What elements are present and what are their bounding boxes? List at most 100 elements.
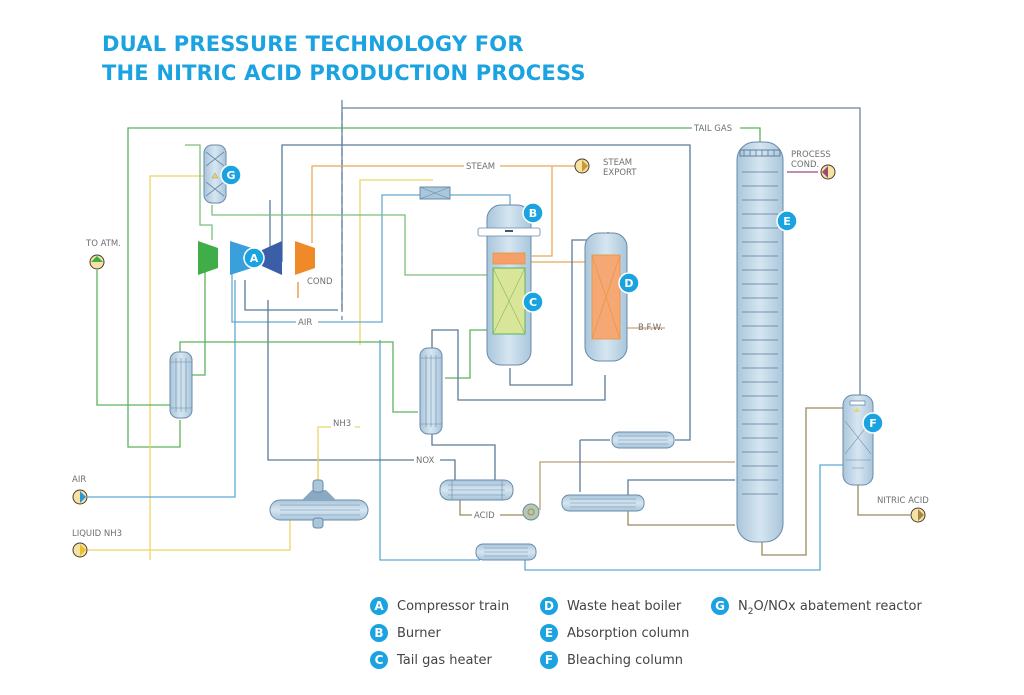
legend-item-c: C Tail gas heater bbox=[370, 651, 492, 669]
pipe-tail-gas bbox=[127, 127, 761, 448]
pipe-green-g-return bbox=[211, 205, 490, 276]
label-process-cond-2: COND. bbox=[791, 160, 819, 170]
process-cond-terminal bbox=[820, 164, 836, 180]
pipe-dark-heater-down bbox=[431, 432, 496, 480]
badge-g: G bbox=[220, 164, 242, 186]
page-title: DUAL PRESSURE TECHNOLOGY FOR THE NITRIC … bbox=[102, 30, 586, 88]
svg-text:G: G bbox=[226, 169, 235, 182]
badge-a: A bbox=[243, 247, 265, 269]
pipe-air-main bbox=[231, 194, 420, 323]
pipe-cooler-top bbox=[579, 439, 610, 492]
pipe-acid bbox=[459, 500, 530, 516]
svg-text:F: F bbox=[869, 417, 877, 430]
nitric-acid-terminal bbox=[910, 507, 926, 523]
label-nh3: NH3 bbox=[333, 419, 351, 429]
label-air-mid: AIR bbox=[298, 318, 312, 328]
label-liquid-nh3: LIQUID NH3 bbox=[72, 529, 122, 539]
pipe-cooler-to-col bbox=[627, 479, 735, 495]
legend-item-d: D Waste heat boiler bbox=[540, 597, 681, 615]
label-steam-export-1: STEAM bbox=[603, 158, 632, 168]
svg-text:A: A bbox=[250, 252, 259, 265]
legend-label-c: Tail gas heater bbox=[397, 652, 492, 668]
title-line-1: DUAL PRESSURE TECHNOLOGY FOR bbox=[102, 32, 524, 56]
legend-item-g: G N2O/NOx abatement reactor bbox=[711, 597, 922, 617]
bleaching-column-f bbox=[842, 394, 874, 486]
pipe-air-in bbox=[88, 280, 236, 498]
label-air-in: AIR bbox=[72, 475, 86, 485]
label-cond: COND bbox=[307, 277, 333, 287]
badge-b: B bbox=[522, 202, 544, 224]
badge-d: D bbox=[618, 272, 640, 294]
compressor-dark-blue bbox=[262, 241, 282, 275]
pipe-air-to-burner bbox=[450, 194, 511, 205]
legend-label-f: Bleaching column bbox=[567, 652, 683, 668]
badges: A B C D E F G bbox=[220, 164, 884, 434]
acid-pump bbox=[522, 503, 540, 521]
heat-exchangers bbox=[169, 186, 675, 561]
pipe-green-heater-out bbox=[445, 329, 490, 379]
legend-item-e: E Absorption column bbox=[540, 624, 689, 642]
legend-badge-g: G bbox=[711, 597, 729, 615]
legend-item-a: A Compressor train bbox=[370, 597, 509, 615]
label-nitric-acid: NITRIC ACID bbox=[877, 496, 929, 506]
pipe-nh3-left bbox=[149, 175, 210, 560]
pipe-cooler-acid bbox=[627, 510, 735, 526]
label-bfw: B.F.W. bbox=[638, 323, 663, 333]
legend-badge-a: A bbox=[370, 597, 388, 615]
pipe-air-down bbox=[379, 340, 480, 561]
pipe-nitric-out bbox=[857, 482, 910, 516]
pipe-dark-blue-2 bbox=[281, 144, 691, 441]
legend-label-e: Absorption column bbox=[567, 625, 690, 641]
svg-text:D: D bbox=[624, 277, 633, 290]
legend-badge-b: B bbox=[370, 624, 388, 642]
legend-badge-c: C bbox=[370, 651, 388, 669]
to-atm-terminal bbox=[89, 254, 105, 270]
terminals bbox=[72, 158, 926, 558]
label-steam-export-2: EXPORT bbox=[603, 168, 637, 178]
pipe-dark-compressor bbox=[244, 280, 338, 311]
legend-label-g: N2O/NOx abatement reactor bbox=[738, 598, 922, 617]
pipe-nh3-mid bbox=[317, 426, 360, 480]
pipe-dark-heater bbox=[431, 329, 606, 401]
expander-green bbox=[198, 241, 218, 275]
title-line-2: THE NITRIC ACID PRODUCTION PROCESS bbox=[102, 61, 586, 85]
label-steam: STEAM bbox=[466, 162, 495, 172]
legend-badge-d: D bbox=[540, 597, 558, 615]
stream-labels: TAIL GAS STEAM STEAM EXPORT PROCESS COND… bbox=[72, 123, 929, 539]
pipe-green-toatm bbox=[96, 270, 170, 406]
pipe-dark-nox bbox=[267, 300, 456, 480]
pipe-col-bottom bbox=[761, 407, 845, 556]
steam-turbine-orange bbox=[295, 241, 315, 275]
pipe-steam-riser bbox=[532, 166, 553, 257]
legend-item-f: F Bleaching column bbox=[540, 651, 683, 669]
pipe-nh3-liquid bbox=[88, 510, 291, 551]
waste-heat-boiler-d bbox=[584, 232, 628, 362]
air-in-terminal bbox=[72, 489, 88, 505]
pipe-green-heater bbox=[179, 341, 418, 413]
badge-c: C bbox=[522, 291, 544, 313]
pipe-acid-up bbox=[539, 461, 735, 510]
pipes bbox=[88, 100, 910, 571]
legend-label-d: Waste heat boiler bbox=[567, 598, 682, 614]
legend-badge-e: E bbox=[540, 624, 558, 642]
absorption-column-e bbox=[736, 141, 784, 543]
svg-text:B: B bbox=[529, 207, 537, 220]
pipe-green-compressor bbox=[192, 272, 206, 376]
pipe-green-g-loop bbox=[185, 144, 213, 240]
label-acid: ACID bbox=[474, 511, 495, 521]
svg-text:E: E bbox=[783, 215, 791, 228]
badge-f: F bbox=[862, 412, 884, 434]
pipe-nh3-top bbox=[359, 179, 433, 345]
steam-export-terminal bbox=[574, 158, 590, 174]
legend-label-b: Burner bbox=[397, 625, 441, 641]
label-tail-gas: TAIL GAS bbox=[693, 124, 732, 134]
burner-and-tail-gas-heater bbox=[477, 204, 541, 366]
legend-label-a: Compressor train bbox=[397, 598, 510, 614]
nh3-vaporizer bbox=[269, 479, 369, 529]
liquid-nh3-terminal bbox=[72, 542, 88, 558]
pipe-air-bleach bbox=[524, 464, 845, 571]
legend-badge-f: F bbox=[540, 651, 558, 669]
svg-text:C: C bbox=[529, 296, 537, 309]
legend-item-b: B Burner bbox=[370, 624, 441, 642]
